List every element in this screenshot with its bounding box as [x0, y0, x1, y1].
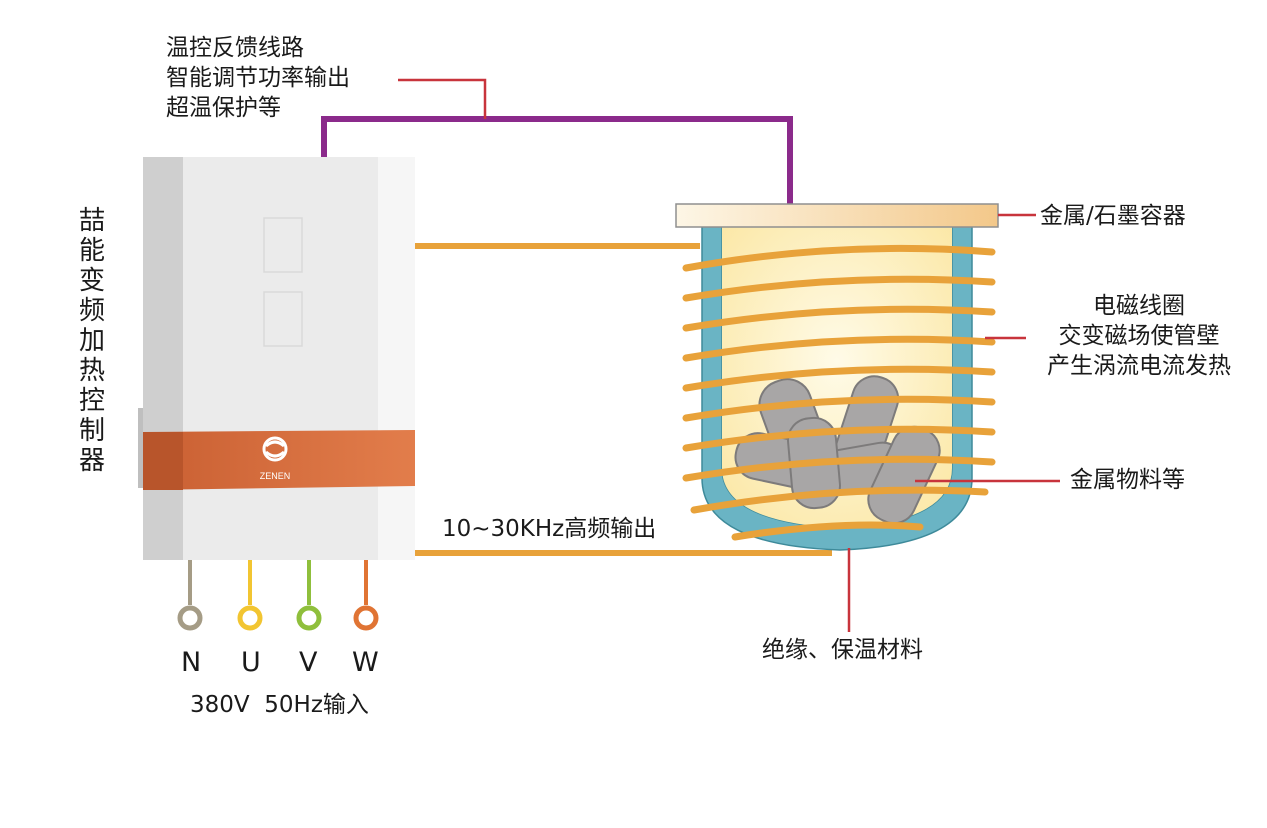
- electromagnetic-coil: [682, 244, 996, 541]
- controller-cabinet: ZENEN: [138, 157, 415, 560]
- feedback-leader-line: [398, 78, 487, 119]
- container-label: 金属/石墨容器: [1040, 203, 1186, 229]
- terminal-w: [353, 605, 379, 631]
- coil-line-2: 交变磁场使管壁: [1058, 323, 1220, 349]
- terminal-label-n: N: [181, 647, 202, 678]
- feedback-line-2: 智能调节功率输出: [166, 65, 350, 91]
- terminal-n: [177, 605, 203, 631]
- output-frequency-label: 10~30KHz高频输出: [442, 516, 657, 542]
- zenen-logo-icon: [262, 436, 288, 462]
- terminal-v: [296, 605, 322, 631]
- controller-title: 喆能变频加热控制器: [78, 206, 105, 476]
- feedback-wire: [321, 116, 793, 204]
- terminal-label-v: V: [299, 647, 318, 678]
- coil-line-1: 电磁线圈: [1093, 293, 1185, 319]
- coil-line-3: 产生涡流电流发热: [1047, 353, 1231, 379]
- terminal-label-u: U: [241, 647, 261, 678]
- terminal-u: [237, 605, 263, 631]
- coil-label: 电磁线圈 交变磁场使管壁 产生涡流电流发热: [1026, 291, 1252, 381]
- feedback-line-3: 超温保护等: [166, 95, 281, 121]
- furnace: [675, 203, 999, 551]
- insulation-label: 绝缘、保温材料: [762, 637, 923, 663]
- terminal-label-w: W: [352, 647, 379, 678]
- logo-text: ZENEN: [260, 471, 291, 481]
- container-rim: [675, 203, 999, 228]
- terminal-block: [177, 560, 379, 631]
- feedback-line-1: 温控反馈线路: [166, 35, 304, 61]
- feedback-label: 温控反馈线路 智能调节功率输出 超温保护等: [166, 33, 350, 123]
- material-label: 金属物料等: [1070, 467, 1185, 493]
- power-input-label: 380V 50Hz输入: [190, 692, 369, 718]
